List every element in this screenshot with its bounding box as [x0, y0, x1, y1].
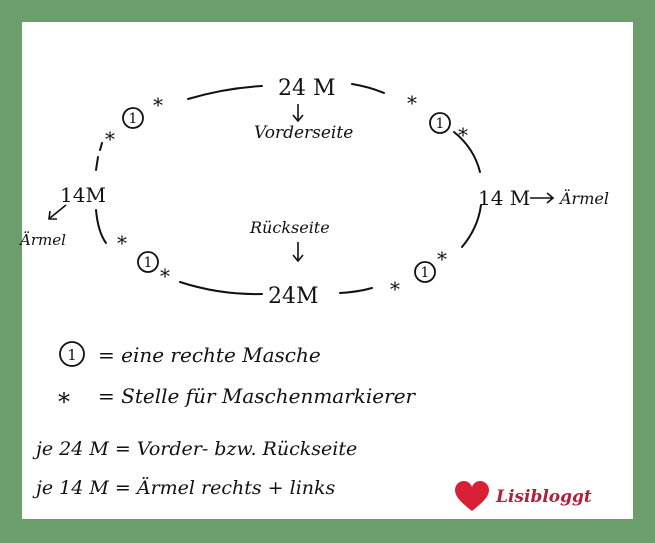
- marker-star: *: [407, 91, 417, 115]
- note-24-stitches: je 24 M = Vorder- bzw. Rückseite: [32, 438, 357, 460]
- marker-star: *: [153, 93, 163, 117]
- marker-star: *: [390, 277, 400, 301]
- heart-icon: [455, 481, 489, 511]
- knit-stitch-circle: [122, 107, 144, 129]
- back-side-label: Rückseite: [249, 218, 330, 237]
- legend-marker-symbol: *: [58, 388, 70, 416]
- legend: 1 = eine rechte Masche * = Stelle für Ma…: [32, 341, 417, 499]
- right-sleeve-label: Ärmel: [558, 188, 609, 208]
- knit-stitch-markers: [122, 107, 451, 283]
- knit-stitch-symbol: 1: [129, 111, 138, 127]
- marker-star: *: [117, 231, 127, 255]
- down-arrow-icon: [292, 242, 304, 263]
- knit-stitch-circle: [414, 261, 436, 283]
- right-arrow-icon: [530, 192, 555, 204]
- legend-marker-text: = Stelle für Maschenmarkierer: [98, 384, 417, 408]
- marker-star: *: [105, 127, 115, 151]
- marker-star: *: [160, 264, 170, 288]
- note-14-stitches: je 14 M = Ärmel rechts + links: [32, 476, 336, 499]
- paper-sheet: [22, 22, 633, 519]
- diagonal-arrow-icon: [48, 204, 67, 220]
- brand-logo: Lisibloggt: [455, 481, 592, 511]
- top-stitch-count: 24 M: [278, 76, 336, 101]
- bottom-stitch-count: 24M: [268, 284, 319, 309]
- left-sleeve-label: Ärmel: [18, 231, 66, 249]
- legend-knit-text: = eine rechte Masche: [98, 343, 321, 367]
- knit-stitch-symbol: 1: [144, 255, 153, 271]
- knit-stitch-circle: [137, 251, 159, 273]
- marker-star: *: [458, 123, 468, 147]
- knit-stitch-symbol: 1: [436, 116, 445, 132]
- legend-knit-symbol: 1: [67, 346, 77, 364]
- right-stitch-count: 14 M: [478, 186, 530, 210]
- front-side-label: Vorderseite: [254, 123, 353, 143]
- down-arrow-icon: [292, 104, 304, 123]
- knit-stitch-circle: [429, 112, 451, 134]
- round-outline: [95, 83, 482, 296]
- marker-star: *: [437, 247, 447, 271]
- knit-stitch-circle: [59, 341, 85, 367]
- brand-name: Lisibloggt: [495, 487, 592, 507]
- knit-stitch-symbol: 1: [421, 265, 430, 281]
- left-stitch-count: 14M: [60, 183, 106, 207]
